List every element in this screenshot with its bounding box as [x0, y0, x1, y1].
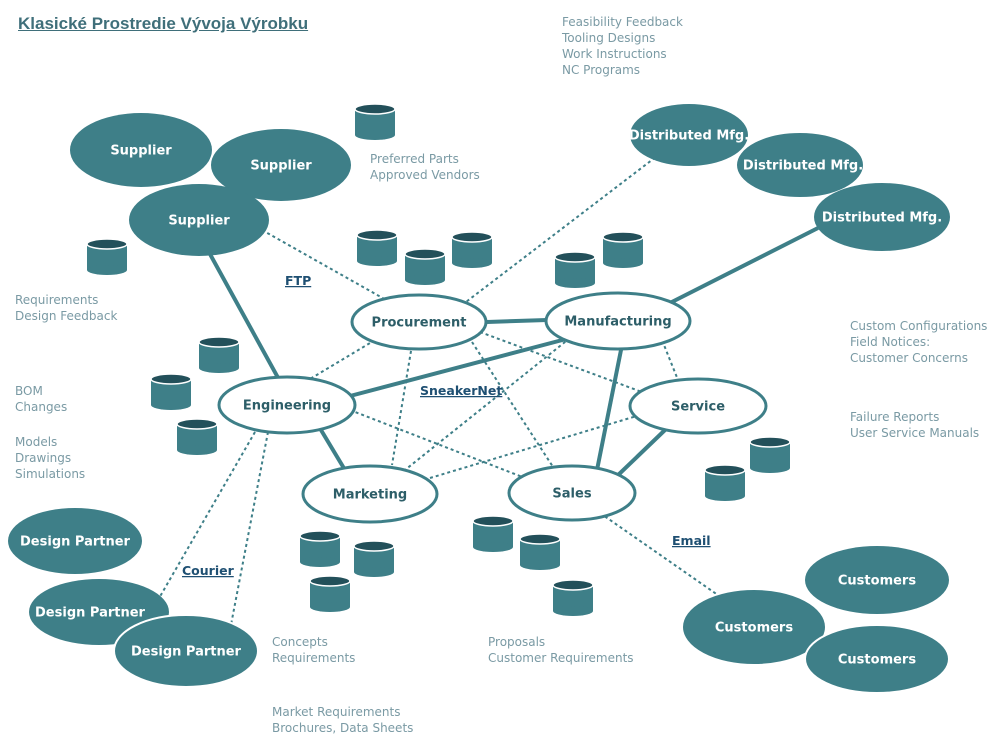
note-left-models: Models Drawings Simulations: [15, 435, 85, 481]
database-icon: [451, 231, 493, 268]
note-right-config: Custom Configurations Field Notices: Cus…: [850, 319, 991, 365]
sales-label: Sales: [552, 487, 591, 502]
database-icon: [554, 251, 596, 288]
distributed-mfg-node-2: [735, 131, 865, 199]
database-icon: [602, 231, 644, 268]
courier-label: Courier: [182, 563, 235, 578]
dotted-procurement-marketing: [391, 344, 413, 466]
note-bottom-market: Market Requirements Brochures, Data Shee…: [272, 705, 413, 735]
database-icon: [749, 436, 791, 473]
design-partner-node-1: [8, 508, 142, 574]
customers-label-3: Customers: [838, 653, 916, 668]
link-manufacturing-sales: [595, 344, 624, 471]
distributed-mfg-label-3: Distributed Mfg.: [822, 211, 942, 226]
supplier-node-1: [70, 113, 212, 187]
supplier-label-2: Supplier: [250, 159, 312, 174]
database-icon: [472, 515, 514, 552]
dotted-links: [157, 149, 726, 631]
supplier-label-3: Supplier: [168, 214, 230, 229]
sneakernet-label: SneakerNet: [420, 383, 502, 398]
engineering-label: Engineering: [243, 399, 331, 414]
customers-node-3: [804, 624, 950, 694]
customers-node-2: [681, 588, 827, 666]
hub-nodes: [217, 291, 768, 524]
service-node: [628, 377, 768, 435]
link-manufacturing-distributed: [659, 226, 819, 310]
design-partner-label-2: Design Partner: [35, 606, 146, 621]
marketing-node: [301, 464, 439, 524]
dotted-engineering-sales: [349, 409, 526, 479]
dotted-sales-customers: [599, 512, 726, 601]
note-bottom-concepts: Concepts Requirements: [272, 635, 355, 665]
design-partner-label-1: Design Partner: [20, 535, 131, 550]
link-engineering-marketing: [316, 423, 347, 472]
engineering-node: [217, 375, 357, 435]
service-label: Service: [671, 400, 725, 415]
database-icon: [519, 533, 561, 570]
dotted-marketing-service: [429, 414, 641, 479]
sales-node: [507, 464, 637, 522]
procurement-node: [350, 293, 488, 351]
distributed-mfg-label-2: Distributed Mfg.: [743, 159, 863, 174]
note-bottom-proposals: Proposals Customer Requirements: [488, 635, 634, 665]
link-engineering-manufacturing: [349, 336, 571, 398]
database-icon: [704, 464, 746, 501]
design-partner-node-3: [113, 614, 259, 688]
distributed-mfg-node-1: [630, 104, 748, 166]
note-top-center: Feasibility Feedback Tooling Designs Wor…: [561, 15, 687, 77]
database-icons: [86, 103, 791, 616]
note-right-failure: Failure Reports User Service Manuals: [850, 410, 979, 440]
note-supplier-db: Preferred Parts Approved Vendors: [370, 152, 480, 182]
note-left-requirements: Requirements Design Feedback: [15, 293, 117, 323]
satellite-nodes: [8, 104, 950, 694]
database-icon: [404, 248, 446, 285]
email-label: Email: [672, 533, 711, 548]
dotted-manufacturing-marketing: [404, 337, 571, 471]
dotted-supplier-procurement: [261, 229, 396, 306]
diagram-title: Klasické Prostredie Vývoja Výrobku: [18, 14, 309, 33]
distributed-mfg-label-1: Distributed Mfg.: [629, 129, 749, 144]
database-icon: [309, 575, 351, 612]
database-icon: [552, 579, 594, 616]
design-partner-label-3: Design Partner: [131, 645, 242, 660]
marketing-label: Marketing: [333, 488, 407, 503]
customers-label-2: Customers: [715, 621, 793, 636]
dotted-procurement-distributed: [461, 149, 666, 306]
link-procurement-manufacturing: [486, 318, 548, 324]
customers-node-1: [805, 546, 949, 614]
ftp-label: FTP: [285, 273, 311, 288]
database-icon: [356, 229, 398, 266]
dotted-procurement-service: [479, 331, 651, 396]
manufacturing-label: Manufacturing: [564, 315, 671, 330]
solid-links: [203, 226, 819, 480]
dotted-engineering-designpartner-1: [157, 431, 256, 601]
supplier-node-2: [209, 127, 353, 203]
database-icon: [86, 238, 128, 275]
database-icon: [176, 418, 218, 455]
database-icon: [198, 336, 240, 373]
dotted-procurement-sales: [471, 341, 556, 471]
database-icon: [354, 103, 396, 140]
link-service-sales: [613, 428, 667, 480]
dotted-engineering-designpartner-2: [229, 431, 269, 631]
note-left-bom: BOM Changes: [15, 384, 67, 414]
customers-label-1: Customers: [838, 574, 916, 589]
supplier-node-3: [129, 184, 269, 256]
distributed-mfg-node-3: [814, 183, 950, 251]
link-supplier-engineering: [203, 244, 284, 386]
manufacturing-node: [544, 291, 692, 351]
procurement-label: Procurement: [372, 316, 467, 331]
supplier-label-1: Supplier: [110, 144, 172, 159]
database-icon: [353, 540, 395, 577]
database-icon: [150, 373, 192, 410]
database-icon: [299, 530, 341, 567]
